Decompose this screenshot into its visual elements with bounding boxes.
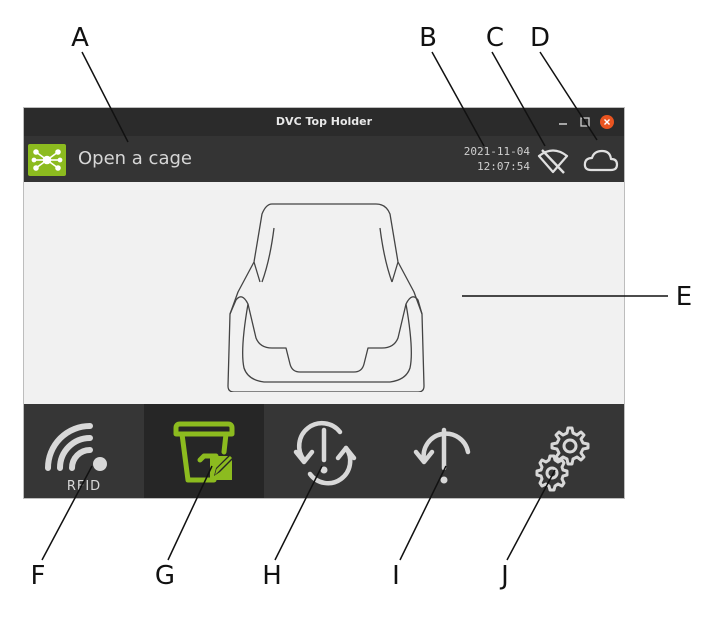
callout-b: B — [419, 23, 437, 53]
callout-g: G — [154, 561, 176, 591]
callout-c: C — [485, 23, 505, 53]
rfid-icon: RFID — [45, 423, 107, 494]
callout-i: I — [392, 561, 400, 591]
callout-h: H — [262, 561, 282, 591]
alert-icon — [413, 427, 471, 484]
date-text: 2021-11-04 — [463, 145, 530, 158]
datetime-display: 2021-11-04 12:07:54 — [444, 144, 530, 174]
wifi-off-icon[interactable] — [536, 147, 570, 175]
callout-e: E — [675, 282, 693, 312]
cage-edit-button[interactable] — [144, 404, 264, 498]
minimize-icon — [559, 123, 567, 125]
minimize-button[interactable] — [556, 115, 570, 129]
callout-f: F — [30, 561, 46, 591]
gears-icon — [535, 426, 590, 492]
rfid-label: RFID — [67, 479, 101, 494]
rotate-icon — [293, 421, 357, 486]
settings-button[interactable] — [504, 404, 624, 498]
screen-title: Open a cage — [78, 148, 192, 169]
cloud-icon[interactable] — [582, 148, 620, 174]
titlebar: DVC Top Holder — [24, 108, 624, 136]
maximize-button[interactable] — [578, 115, 592, 129]
app-window: DVC Top Holder Open — [24, 108, 624, 498]
callout-j: J — [501, 561, 509, 591]
network-logo-icon[interactable] — [28, 144, 66, 176]
app-header: Open a cage 2021-11-04 12:07:54 — [24, 136, 624, 182]
rfid-button[interactable]: RFID — [24, 404, 144, 498]
alert-button[interactable] — [384, 404, 504, 498]
close-button[interactable] — [600, 115, 614, 129]
cage-view — [24, 182, 624, 404]
close-icon — [604, 119, 610, 125]
bottom-toolbar: RFID — [24, 404, 624, 498]
cage-edit-icon — [173, 421, 235, 483]
maximize-icon — [580, 117, 590, 127]
cage-outline-illustration — [227, 203, 425, 392]
window-title: DVC Top Holder — [275, 115, 373, 128]
time-text: 12:07:54 — [477, 160, 530, 173]
callout-d: D — [529, 23, 551, 53]
rotate-button[interactable] — [264, 404, 384, 498]
callout-a: A — [71, 23, 89, 53]
